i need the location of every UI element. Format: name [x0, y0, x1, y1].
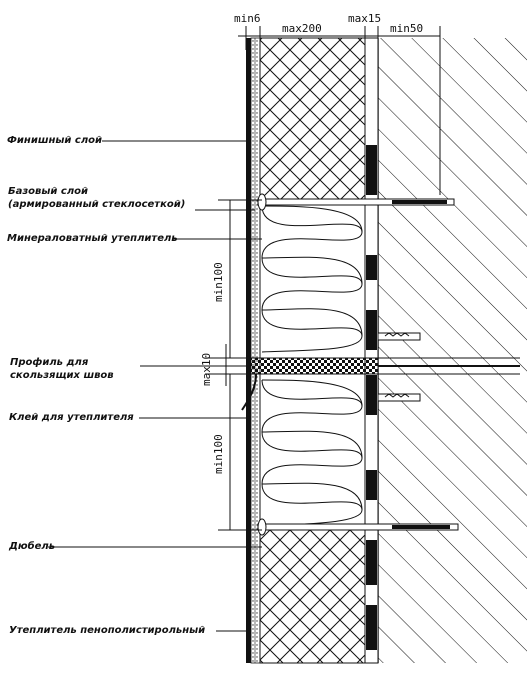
dowel-upper [257, 193, 455, 211]
label-base-layer-detail: (армированный стеклосеткой) [8, 199, 186, 210]
sliding-joint-profile-hook [241, 373, 257, 411]
leader-lines [48, 140, 262, 632]
dim-min6: min6 [234, 12, 261, 25]
dim-min100-lower: min100 [212, 434, 225, 474]
anchor-below-profile [377, 393, 421, 402]
dim-min50: min50 [390, 22, 423, 35]
eps-insulation-bottom [259, 529, 366, 664]
mineral-wool-lower [259, 373, 366, 531]
label-finish-layer: Финишный слой [7, 135, 103, 146]
masonry-wall [378, 38, 527, 663]
label-profile-detail: скользящих швов [10, 370, 114, 381]
label-base-layer: Базовый слой [8, 186, 89, 197]
top-dimensions [238, 26, 441, 195]
label-dowel: Дюбель [9, 541, 56, 552]
mineral-wool-upper [259, 199, 366, 359]
anchor-above-profile [377, 332, 421, 341]
eps-insulation-top [259, 37, 366, 201]
mineral-wool-lower-loops [261, 379, 363, 527]
label-mineral-wool: Минераловатный утеплитель [7, 233, 178, 244]
adhesive-dabs [366, 145, 377, 650]
dim-max200: max200 [282, 22, 322, 35]
finish-layer [246, 38, 251, 663]
base-layer [250, 37, 261, 664]
label-glue: Клей для утеплителя [9, 412, 134, 423]
dim-min100-upper: min100 [212, 262, 225, 302]
dim-max10: max10 [200, 353, 213, 386]
dim-max15: max15 [348, 12, 381, 25]
label-eps-insulation: Утеплитель пенополистирольный [9, 625, 206, 636]
vertical-dimensions [214, 199, 262, 531]
dowel-lower [257, 518, 459, 536]
mineral-wool-upper-loops [261, 205, 363, 353]
label-profile: Профиль для [10, 357, 89, 368]
sliding-joint-profile [246, 357, 379, 375]
